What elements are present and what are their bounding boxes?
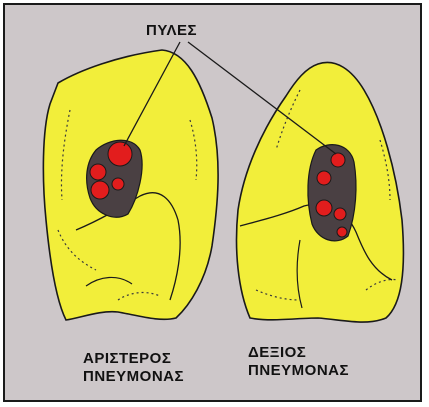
right-vessel-5 [337,227,347,237]
left-vessel-3 [91,181,109,199]
hilum-label: ΠΥΛΕΣ [146,22,197,40]
left-lung-label: ΑΡΙΣΤΕΡΟΣ ΠΝΕΥΜΟΝΑΣ [83,350,184,386]
left-vessel-4 [112,178,124,190]
right-lung [237,62,404,322]
left-lung-label-line1: ΑΡΙΣΤΕΡΟΣ [83,350,184,368]
right-lung-label-line2: ΠΝΕΥΜΟΝΑΣ [248,362,349,380]
left-lung [43,50,218,320]
left-vessel-2 [90,164,106,180]
right-vessel-2 [317,171,331,185]
left-vessel-1 [108,142,132,166]
right-lung-label-line1: ΔΕΞΙΟΣ [248,344,349,362]
right-lung-label: ΔΕΞΙΟΣ ΠΝΕΥΜΟΝΑΣ [248,344,349,380]
right-vessel-1 [331,153,345,167]
right-vessel-4 [334,208,346,220]
left-lung-label-line2: ΠΝΕΥΜΟΝΑΣ [83,368,184,386]
right-vessel-3 [316,200,332,216]
